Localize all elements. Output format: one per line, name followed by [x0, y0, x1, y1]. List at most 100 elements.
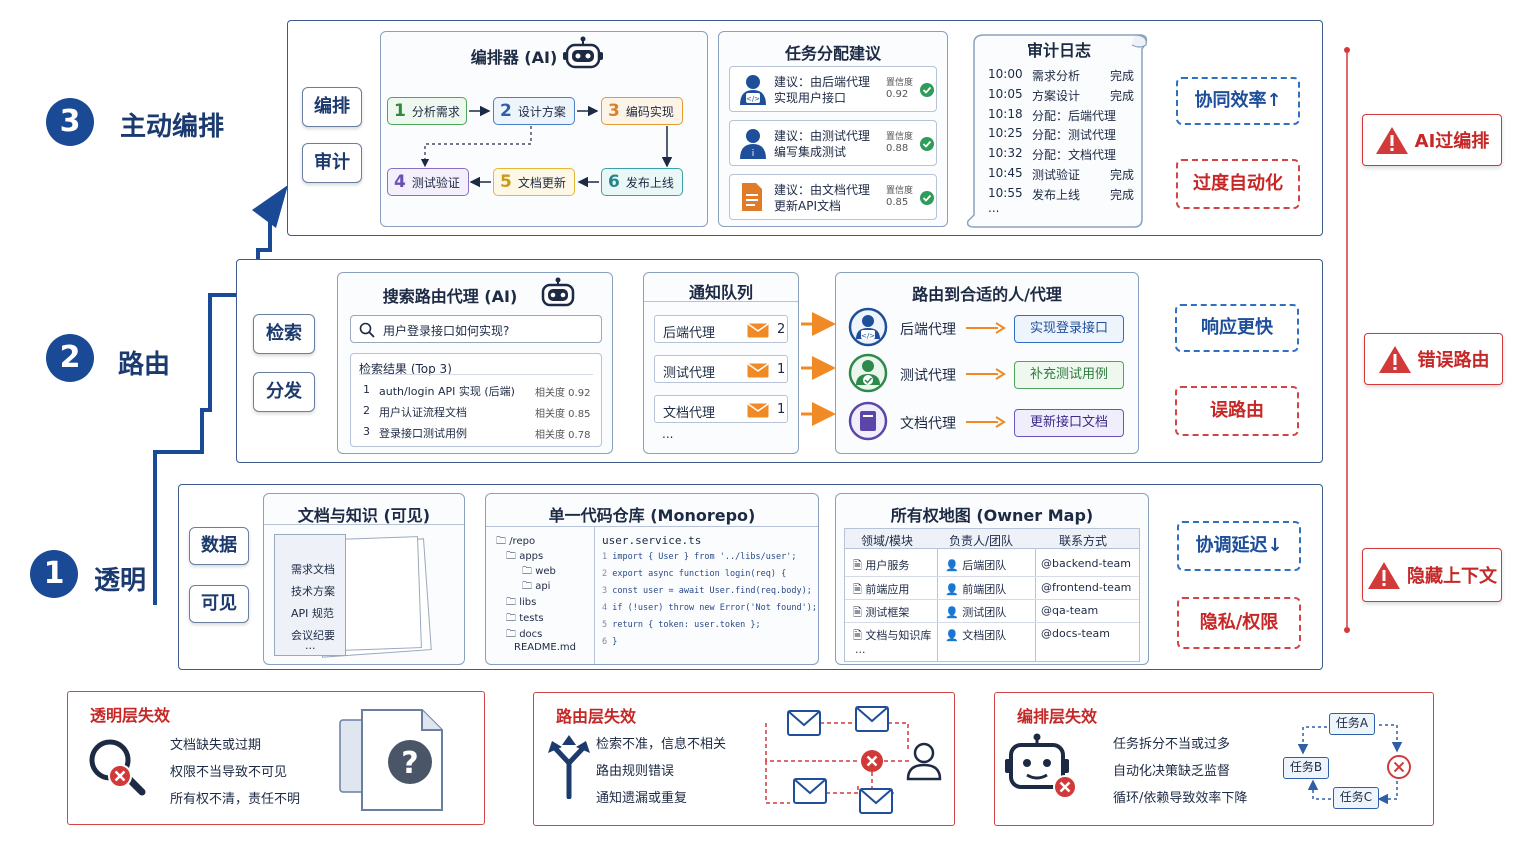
result-item[interactable]: 登录接口测试用例 [379, 427, 467, 440]
level-2-title: 路由 [118, 350, 171, 380]
tree-folder[interactable]: 🗀 apps [506, 551, 544, 562]
backend-agent-icon: </> [848, 307, 888, 347]
route-target[interactable]: 更新接口文档 [1014, 409, 1124, 437]
risk-misrouting: 误路由 [1175, 386, 1299, 436]
level-2-number: 2 [46, 334, 94, 382]
search-icon [359, 322, 375, 338]
warning-wrong-routing: 错误路由 [1364, 333, 1503, 385]
svg-text:i: i [752, 149, 755, 159]
audit-button[interactable]: 审计 [302, 143, 362, 183]
route-target[interactable]: 实现登录接口 [1014, 315, 1124, 343]
audit-scroll [966, 34, 1148, 228]
level-3-title: 主动编排 [120, 112, 225, 142]
result-item[interactable]: auth/login API 实现 (后端) [379, 385, 515, 398]
tree-folder[interactable]: 🗀 api [522, 581, 551, 592]
warning-icon [1368, 562, 1400, 589]
tree-folder[interactable]: 🗀 docs [506, 629, 543, 640]
check-icon [920, 137, 934, 151]
assignment-title: 任务分配建议 [784, 44, 881, 63]
table-row[interactable]: 🗎 前端应用 [853, 583, 910, 596]
monorepo-panel: 单一代码仓库 (Monorepo) 🗀 /repo 🗀 apps 🗀 web 🗀… [485, 493, 819, 665]
svg-text:?: ? [401, 746, 418, 781]
mail-icon [747, 323, 769, 338]
owner-map-panel: 所有权地图 (Owner Map) 领域/模块 负责人/团队 联系方式 🗎 用户… [835, 493, 1149, 665]
results-title: 检索结果 (Top 3) [359, 362, 452, 376]
workflow-arrows [420, 105, 673, 188]
route-split-icon [548, 735, 590, 799]
check-icon [920, 191, 934, 205]
risk-over-automation: 过度自动化 [1176, 159, 1300, 209]
docs-title: 文档与知识 (可见) [297, 506, 431, 525]
suggestion-card[interactable]: 建议：由文档代理 更新API文档 置信度 0.85 [729, 174, 937, 220]
failure-orchestration: 编排层失效 任务拆分不当或过多 自动化决策缺乏监督 循环/依赖导致效率下降 任务… [994, 692, 1434, 826]
svg-text:</>: </> [746, 95, 760, 103]
search-router-title: 搜索路由代理 (AI) [382, 287, 518, 306]
dispatch-button[interactable]: 分发 [253, 372, 315, 412]
tree-folder[interactable]: 🗀 libs [506, 597, 537, 608]
task-a[interactable]: 任务A [1329, 713, 1375, 735]
monorepo-title: 单一代码仓库 (Monorepo) [548, 506, 756, 525]
route-target[interactable]: 补充测试用例 [1014, 361, 1124, 389]
queue-item[interactable]: 测试代理 1 [654, 355, 788, 383]
benefit-efficiency: 协同效率↑ [1176, 77, 1300, 125]
table-row[interactable]: 🗎 文档与知识库 [853, 629, 932, 642]
level-2-panel: 检索 分发 搜索路由代理 (AI) 用户登录接口如何实现? 检索结果 (Top … [236, 259, 1323, 463]
check-icon [920, 83, 934, 97]
mail-icon [747, 363, 769, 378]
result-item[interactable]: 用户认证流程文档 [379, 406, 467, 419]
dispatch-arrows [801, 312, 836, 426]
robot-icon [541, 277, 575, 307]
risk-privacy: 隐私/权限 [1177, 597, 1301, 649]
arrow-right-icon [966, 368, 1006, 380]
tree-folder[interactable]: 🗀 /repo [496, 536, 536, 547]
missing-docs-icon: ? [339, 709, 443, 811]
retrieve-button[interactable]: 检索 [253, 314, 315, 354]
task-b[interactable]: 任务B [1283, 757, 1329, 779]
task-c[interactable]: 任务C [1333, 787, 1379, 809]
search-input[interactable]: 用户登录接口如何实现? [350, 315, 602, 343]
failure-title: 透明层失效 [90, 706, 171, 725]
queue-item[interactable]: 后端代理 2 [654, 315, 788, 343]
suggestion-card[interactable]: </> 建议：由后端代理 实现用户接口 置信度 0.92 [729, 66, 937, 112]
visible-button[interactable]: 可见 [189, 585, 249, 623]
tree-file[interactable]: README.md [514, 642, 577, 653]
table-row[interactable]: 🗎 用户服务 [853, 559, 910, 572]
notification-queue-panel: 通知队列 后端代理 2 测试代理 1 文档代理 1 ... [643, 272, 799, 454]
queue-item[interactable]: 文档代理 1 [654, 395, 788, 423]
benefit-faster-response: 响应更快 [1175, 304, 1299, 352]
table-row[interactable]: 🗎 测试框架 [853, 606, 910, 619]
data-button[interactable]: 数据 [189, 527, 249, 565]
route-agent: 后端代理 [900, 322, 956, 338]
route-title: 路由到合适的人/代理 [912, 285, 1062, 304]
level-3-number: 3 [46, 98, 94, 146]
arrow-right-icon [966, 322, 1006, 334]
search-error-icon [89, 739, 146, 796]
code-filename[interactable]: user.service.ts [602, 534, 702, 547]
tree-folder[interactable]: 🗀 web [522, 566, 556, 577]
risk-axis [1344, 47, 1350, 633]
backend-agent-icon: </> [740, 75, 766, 105]
orchestrate-button[interactable]: 编排 [302, 87, 362, 127]
warning-ai-over-orchestration: AI过编排 [1362, 114, 1502, 166]
route-agent: 测试代理 [900, 368, 956, 384]
robot-icon [563, 36, 603, 69]
mail-icon [747, 403, 769, 418]
assignment-panel: 任务分配建议 </> 建议：由后端代理 实现用户接口 置信度 0.92 i 建议… [718, 31, 948, 227]
test-agent-icon [848, 353, 888, 393]
queue-title: 通知队列 [688, 283, 753, 302]
suggestion-card[interactable]: i 建议：由测试代理 编写集成测试 置信度 0.88 [729, 120, 937, 166]
search-query: 用户登录接口如何实现? [383, 324, 510, 338]
tree-folder[interactable]: 🗀 tests [506, 613, 544, 624]
level-1-number: 1 [30, 550, 78, 598]
level-1-title: 透明 [94, 566, 147, 596]
failure-transparency: 透明层失效 文档缺失或过期 权限不当导致不可见 所有权不清，责任不明 ? [67, 691, 485, 825]
